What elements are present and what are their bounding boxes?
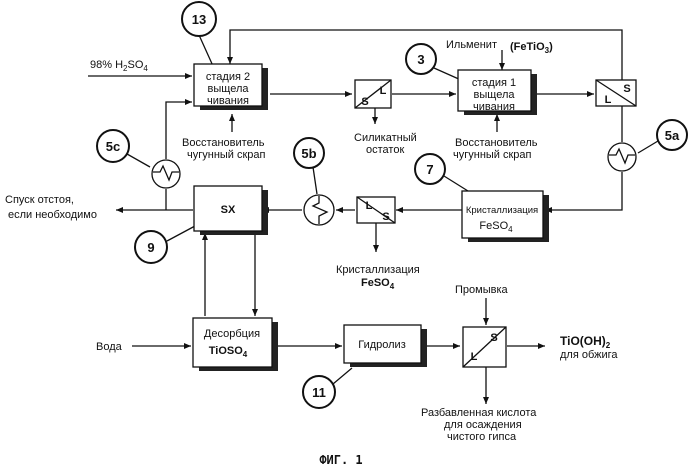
ilmenite-label: Ильменит <box>446 39 497 51</box>
separator-3: L S <box>357 197 395 223</box>
product-note: для обжига <box>560 349 618 361</box>
callout-7: 7 <box>415 154 445 184</box>
silicate-line2: остаток <box>366 144 404 156</box>
callout-5b: 5b <box>294 138 324 168</box>
dilute-acid-line1: Разбавленная кислота <box>421 407 537 419</box>
sep1-l: L <box>380 85 387 97</box>
sludge-line1: Спуск отстоя, <box>5 194 74 206</box>
svg-text:5b: 5b <box>301 146 316 161</box>
svg-text:5a: 5a <box>665 128 680 143</box>
reductant-right-line2: чугунный скрап <box>453 149 532 161</box>
acid-input-label: 98% H2SO4 <box>90 59 148 73</box>
desorption-formula: TiOSO4 <box>209 345 248 359</box>
stage1-line2: выщела <box>474 89 516 101</box>
separator-2: S L <box>596 80 636 106</box>
heat-exchanger-5b <box>304 195 334 225</box>
callout-5a: 5a <box>657 120 687 150</box>
sx-box: SX <box>194 186 268 235</box>
crystallization-box: Кристаллизация FeSO4 <box>462 191 549 242</box>
cryst-box-label: Кристаллизация <box>466 205 538 216</box>
stage1-line3: чивания <box>473 101 515 113</box>
cryst-out-label: Кристаллизация <box>336 264 420 276</box>
product-label: TiO(OH)2 <box>560 334 611 350</box>
ilmenite-formula: (FeTiO3) <box>510 41 553 55</box>
hydrolysis-label: Гидролиз <box>358 339 406 351</box>
stage2-line1: стадия 2 <box>206 71 250 83</box>
desorption-box: Десорбция TiOSO4 <box>193 318 278 371</box>
leader-7 <box>444 176 468 191</box>
stage2-line2: выщела <box>208 83 250 95</box>
dilute-acid-line3: чистого гипса <box>447 431 517 443</box>
flow-hx5a-cryst <box>545 172 622 210</box>
callout-5c: 5c <box>97 130 129 162</box>
svg-text:9: 9 <box>147 240 154 255</box>
figure-caption: ФИГ. 1 <box>319 453 362 467</box>
svg-text:7: 7 <box>426 162 433 177</box>
heat-exchanger-5c <box>152 160 180 188</box>
leader-3 <box>434 68 461 80</box>
sep2-s: S <box>623 83 630 95</box>
water-label: Вода <box>96 341 123 353</box>
stage1-leach-box: стадия 1 выщела чивания <box>458 70 537 115</box>
desorption-label: Десорбция <box>204 328 260 340</box>
sx-label: SX <box>221 204 236 216</box>
sludge-line2: если необходимо <box>8 209 97 221</box>
leader-5b <box>313 167 317 194</box>
stage2-line3: чивания <box>207 95 249 107</box>
reductant-right-line1: Восстановитель <box>455 137 538 149</box>
sep2-l: L <box>605 94 612 106</box>
leader-11 <box>333 368 352 384</box>
stage2-leach-box: стадия 2 выщела чивания <box>194 64 268 110</box>
sep4-l: L <box>471 351 478 363</box>
svg-text:11: 11 <box>312 385 326 400</box>
cryst-out-formula: FeSO4 <box>361 277 395 291</box>
sep3-l: L <box>366 200 373 212</box>
leader-5c <box>127 154 150 167</box>
leader-13 <box>199 35 213 66</box>
svg-text:3: 3 <box>417 52 424 67</box>
hydrolysis-box: Гидролиз <box>344 325 427 367</box>
separator-1: L S <box>355 80 391 108</box>
reductant-left-line1: Восстановитель <box>182 137 265 149</box>
svg-text:5c: 5c <box>106 139 120 154</box>
dilute-acid-line2: для осаждения <box>444 419 522 431</box>
wash-label: Промывка <box>455 284 509 296</box>
stage1-line1: стадия 1 <box>472 77 516 89</box>
callout-11: 11 <box>303 376 335 408</box>
sep3-s: S <box>382 211 389 223</box>
leader-5a <box>638 141 658 153</box>
reductant-left-line2: чугунный скрап <box>187 149 266 161</box>
leader-9 <box>167 226 195 241</box>
callout-3: 3 <box>406 44 436 74</box>
callout-9: 9 <box>135 231 167 263</box>
heat-exchanger-5a <box>608 143 636 171</box>
callout-13: 13 <box>182 2 216 36</box>
cryst-box-formula: FeSO4 <box>479 220 513 234</box>
svg-text:13: 13 <box>192 12 206 27</box>
sep1-s: S <box>361 96 368 108</box>
sep4-s: S <box>490 332 497 344</box>
separator-4: S L <box>463 327 506 367</box>
silicate-line1: Силикатный <box>354 132 417 144</box>
